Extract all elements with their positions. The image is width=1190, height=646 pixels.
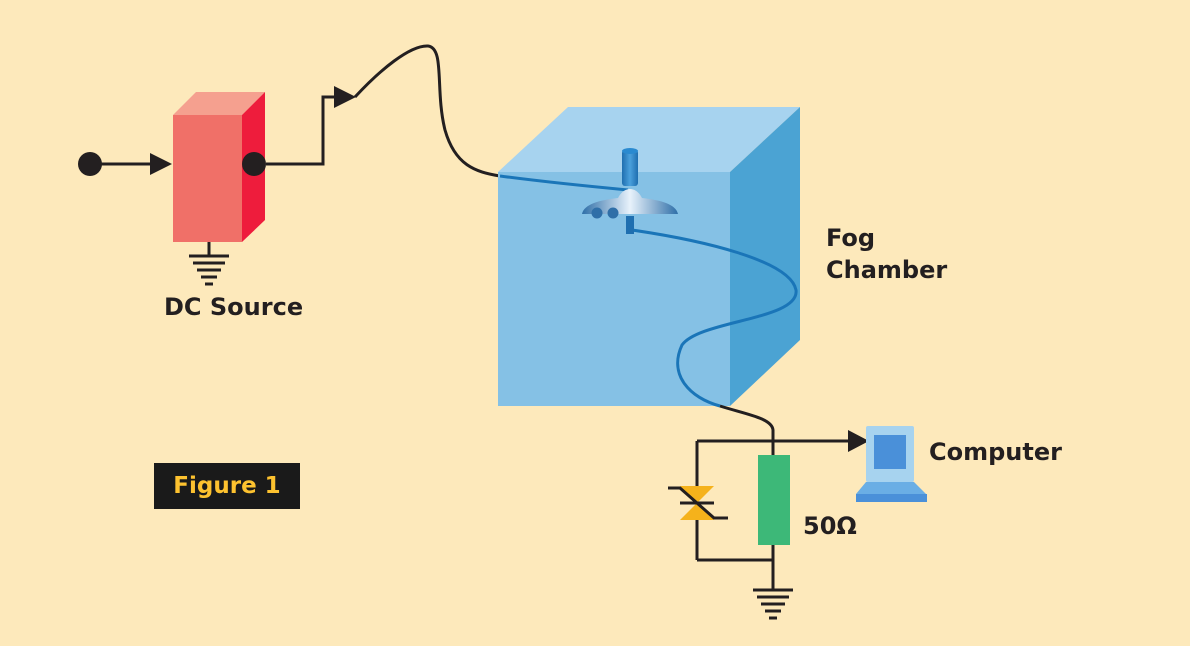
insulator-icon <box>582 148 678 234</box>
leakage-cable-inside <box>631 228 798 408</box>
ground-symbol <box>189 242 229 286</box>
dc-output-connection <box>242 86 356 176</box>
figure-tag: Figure 1 <box>154 463 300 509</box>
output-node <box>242 152 266 176</box>
computer-keyboard <box>856 482 926 494</box>
insulator-pin <box>626 216 634 234</box>
computer-arrow <box>848 430 869 452</box>
output-arrow <box>334 86 356 108</box>
measurement-circuit <box>695 430 869 590</box>
input-connection <box>78 152 172 176</box>
circuit-ground-symbol <box>753 588 793 620</box>
dc-source-top <box>173 92 265 115</box>
dc-source-label: DC Source <box>164 293 304 321</box>
output-wire <box>266 95 336 166</box>
fog-chamber-side <box>730 107 800 406</box>
fog-chamber-label: Fog Chamber <box>826 224 948 285</box>
dc-source-front <box>173 115 242 242</box>
computer-label: Computer <box>929 438 1062 466</box>
computer-screen <box>874 435 906 469</box>
varistor-symbol <box>668 486 728 520</box>
insulator-cap <box>622 150 638 186</box>
resistor-symbol <box>758 455 790 545</box>
input-node <box>78 152 102 176</box>
leakage-cable-outside <box>719 404 775 455</box>
input-arrow <box>150 153 172 175</box>
computer-icon <box>856 426 927 502</box>
figure-tag-label: Figure 1 <box>173 473 281 499</box>
insulator-shed <box>582 189 678 214</box>
hv-cable-inside <box>499 174 629 192</box>
hv-cable-outside <box>353 44 501 178</box>
fog-chamber-top <box>498 107 800 172</box>
fog-chamber <box>498 107 800 406</box>
resistor-label: 50Ω <box>803 512 857 540</box>
